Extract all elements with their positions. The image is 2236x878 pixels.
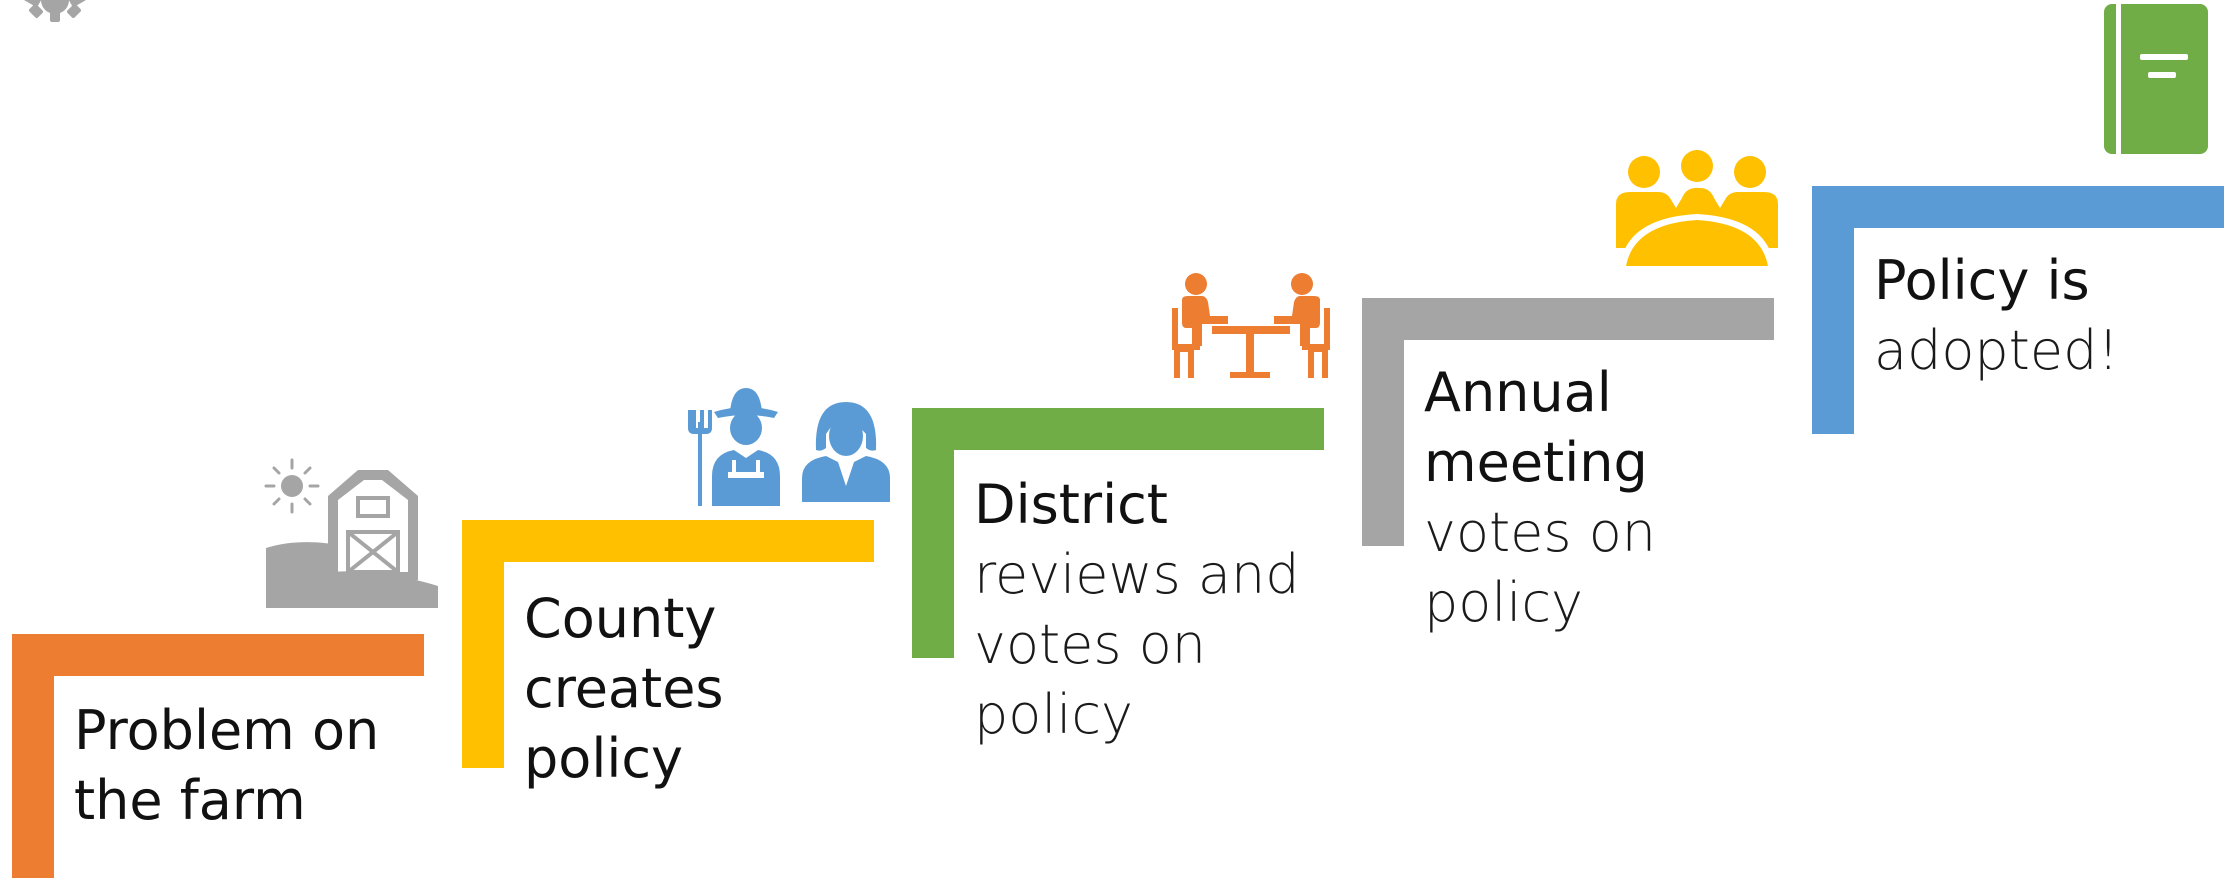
step-bar-vertical — [462, 520, 504, 768]
step-line: policy — [524, 727, 683, 790]
step-bar-horizontal — [1812, 186, 2224, 228]
step-bar-horizontal — [12, 634, 424, 676]
step-line: reviews and — [974, 543, 1300, 606]
step-bar-vertical — [1812, 186, 1854, 434]
step-line: the farm — [74, 769, 306, 832]
step-line: Policy is — [1874, 249, 2090, 312]
step-bar-horizontal — [462, 520, 874, 562]
step-bar-vertical — [912, 408, 954, 658]
step-label: District reviews and votes on policy — [974, 470, 1299, 750]
audience-group-icon — [1616, 150, 1778, 266]
policy-book-icon — [2104, 4, 2208, 154]
gear-icon — [23, 0, 87, 22]
step-line: policy — [1424, 571, 1583, 634]
step-bar-vertical — [12, 634, 54, 878]
meeting-table-icon — [1172, 273, 1330, 378]
farm-barn-icon — [264, 458, 438, 608]
step-line: policy — [974, 683, 1133, 746]
step-bar-horizontal — [1362, 298, 1774, 340]
step-line: adopted! — [1874, 319, 2120, 382]
farmer-and-woman-icon — [688, 388, 890, 506]
step-bar-vertical — [1362, 298, 1404, 546]
step-bar-horizontal — [912, 408, 1324, 450]
step-line: creates — [524, 657, 724, 720]
step-label: County creates policy — [524, 584, 724, 794]
step-line: Problem on — [74, 699, 380, 762]
step-line: meeting — [1424, 431, 1648, 494]
step-line: County — [524, 587, 717, 650]
step-label: Policy is adopted! — [1874, 246, 2119, 386]
step-line: District — [974, 473, 1168, 536]
step-line: votes on — [1424, 501, 1656, 564]
step-label: Annual meeting votes on policy — [1424, 358, 1656, 638]
step-line: votes on — [974, 613, 1206, 676]
step-line: Annual — [1424, 361, 1612, 424]
step-label: Problem on the farm — [74, 696, 379, 836]
